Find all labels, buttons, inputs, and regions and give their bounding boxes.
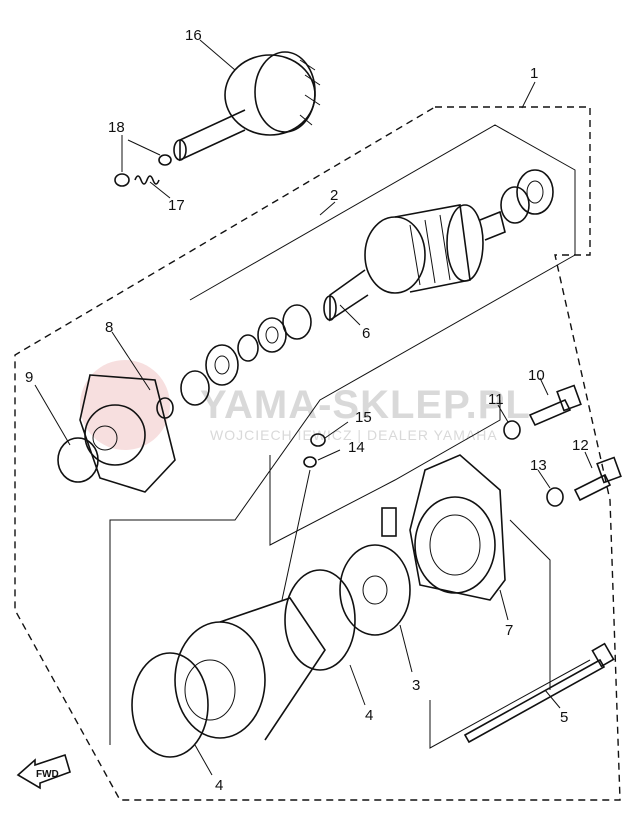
washer-part-14 bbox=[303, 456, 317, 468]
bracket-part-2 bbox=[109, 124, 576, 745]
o-ring-part-9 bbox=[57, 437, 99, 483]
leader-lines bbox=[34, 39, 593, 776]
gasket-part-4-lower bbox=[131, 652, 209, 758]
callout-10: 10 bbox=[528, 367, 545, 384]
nut-part-15 bbox=[310, 433, 326, 447]
washer-part-13 bbox=[546, 487, 564, 507]
spring-washer-parts-17-18 bbox=[114, 154, 172, 187]
gasket-part-4-upper bbox=[284, 569, 356, 671]
fwd-label: FWD bbox=[36, 769, 59, 780]
bracket-part-14 bbox=[269, 400, 501, 546]
callout-7: 7 bbox=[505, 622, 513, 639]
callout-1: 1 bbox=[530, 65, 538, 82]
callout-2: 2 bbox=[330, 187, 338, 204]
yoke-housing bbox=[174, 597, 326, 741]
callout-9: 9 bbox=[25, 369, 33, 386]
front-cover-part-8 bbox=[79, 374, 176, 493]
washers-middle bbox=[180, 304, 312, 406]
callout-16: 16 bbox=[185, 27, 202, 44]
through-bolt-part-5 bbox=[463, 642, 615, 744]
bracket-part-7 bbox=[509, 519, 551, 690]
callout-15: 15 bbox=[355, 409, 372, 426]
callout-3: 3 bbox=[412, 677, 420, 694]
callout-6: 6 bbox=[362, 325, 370, 342]
callout-12: 12 bbox=[572, 437, 589, 454]
callout-11: 11 bbox=[488, 391, 504, 408]
starter-clutch-part-16 bbox=[173, 51, 321, 162]
watermark-tagline: WOJCIECH IEWICZ | DEALER YAMAHA bbox=[210, 427, 498, 443]
washers-top-right bbox=[500, 169, 554, 224]
armature-part-6 bbox=[323, 204, 506, 322]
bolt-part-10 bbox=[528, 384, 582, 427]
fwd-arrow-icon: FWD bbox=[16, 753, 71, 790]
callout-8: 8 bbox=[105, 319, 113, 336]
rear-cover-part-7 bbox=[381, 454, 506, 601]
assembly-boundary bbox=[14, 106, 621, 801]
callout-5: 5 bbox=[560, 709, 568, 726]
brush-holder-part-3 bbox=[339, 544, 411, 636]
callout-4-lower: 4 bbox=[215, 777, 223, 794]
callout-4-upper: 4 bbox=[365, 707, 373, 724]
watermark: YAMA-SKLEP.PL WOJCIECH IEWICZ | DEALER Y… bbox=[80, 360, 531, 450]
watermark-brand: YAMA-SKLEP.PL bbox=[200, 383, 531, 427]
watermark-logo-icon bbox=[80, 360, 170, 450]
callout-17: 17 bbox=[168, 197, 185, 214]
bracket-part-5 bbox=[429, 659, 591, 749]
callout-18: 18 bbox=[108, 119, 125, 136]
callout-13: 13 bbox=[530, 457, 547, 474]
bolt-part-12 bbox=[573, 456, 622, 502]
washer-part-11 bbox=[503, 420, 521, 440]
callout-14: 14 bbox=[348, 439, 365, 456]
callouts: 1 2 3 4 4 5 6 7 8 9 10 11 12 13 14 15 16… bbox=[25, 27, 589, 794]
